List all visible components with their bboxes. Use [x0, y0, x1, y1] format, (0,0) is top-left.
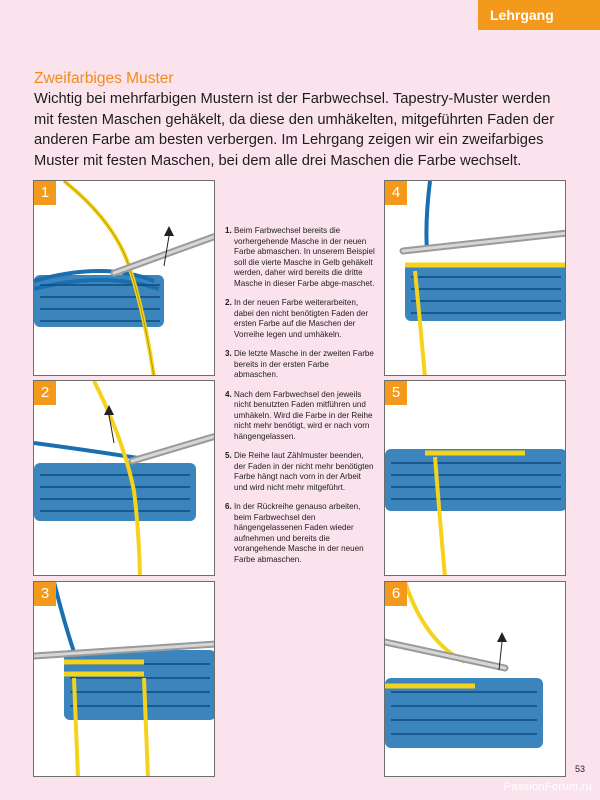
step-4: 4. Nach dem Farbwechsel den jeweils nich…	[225, 390, 375, 443]
step-2: 2. In der neuen Farbe weiterarbeiten, da…	[225, 298, 375, 340]
crochet-illustration-5	[385, 449, 565, 575]
figure-3: 3	[33, 581, 215, 777]
figure-2: 2	[33, 380, 215, 576]
crochet-illustration-1	[34, 181, 214, 375]
figure-number-5: 5	[385, 381, 407, 405]
figure-6: 6	[384, 581, 566, 777]
instruction-steps: 1. Beim Farbwechsel bereits die vorherge…	[225, 226, 375, 574]
step-5: 5. Die Reihe laut Zählmuster beenden, de…	[225, 451, 375, 493]
step-3: 3. Die letzte Masche in der zweiten Farb…	[225, 349, 375, 381]
step-text: Nach dem Farbwechsel den jeweils nicht b…	[234, 389, 373, 441]
step-number: 5.	[225, 451, 232, 460]
figure-number-4: 4	[385, 181, 407, 205]
step-6: 6. In der Rückreihe genauso arbeiten, be…	[225, 502, 375, 565]
article-heading: Zweifarbiges Muster	[34, 70, 174, 87]
step-number: 6.	[225, 502, 232, 511]
watermark: PassionForum.ru	[503, 781, 592, 793]
figure-number-1: 1	[34, 181, 56, 205]
step-text: Die letzte Masche in der zweiten Farbe b…	[234, 349, 374, 379]
figure-number-3: 3	[34, 582, 56, 606]
step-text: In der neuen Farbe weiterarbeiten, dabei…	[234, 298, 369, 339]
step-number: 2.	[225, 298, 232, 307]
figure-number-2: 2	[34, 381, 56, 405]
figure-number-6: 6	[385, 582, 407, 606]
figure-1: 1	[33, 180, 215, 376]
step-text: Die Reihe laut Zählmuster beenden, der F…	[234, 451, 374, 492]
crochet-illustration-2	[34, 381, 214, 575]
step-number: 1.	[225, 226, 232, 235]
step-number: 4.	[225, 389, 232, 399]
crochet-illustration-4	[399, 181, 565, 375]
step-number: 3.	[225, 349, 232, 358]
page-number: 53	[574, 764, 585, 774]
section-tab: Lehrgang	[478, 0, 600, 30]
crochet-illustration-6	[385, 582, 543, 748]
article-intro: Wichtig bei mehrfarbigen Mustern ist der…	[34, 91, 555, 169]
figure-4: 4	[384, 180, 566, 376]
figure-5: 5	[384, 380, 566, 576]
crochet-illustration-3	[34, 582, 214, 776]
step-text: Beim Farbwechsel bereits die vorhergehen…	[234, 226, 375, 288]
step-text: In der Rückreihe genauso arbeiten, beim …	[234, 502, 364, 564]
step-1: 1. Beim Farbwechsel bereits die vorherge…	[225, 226, 375, 289]
